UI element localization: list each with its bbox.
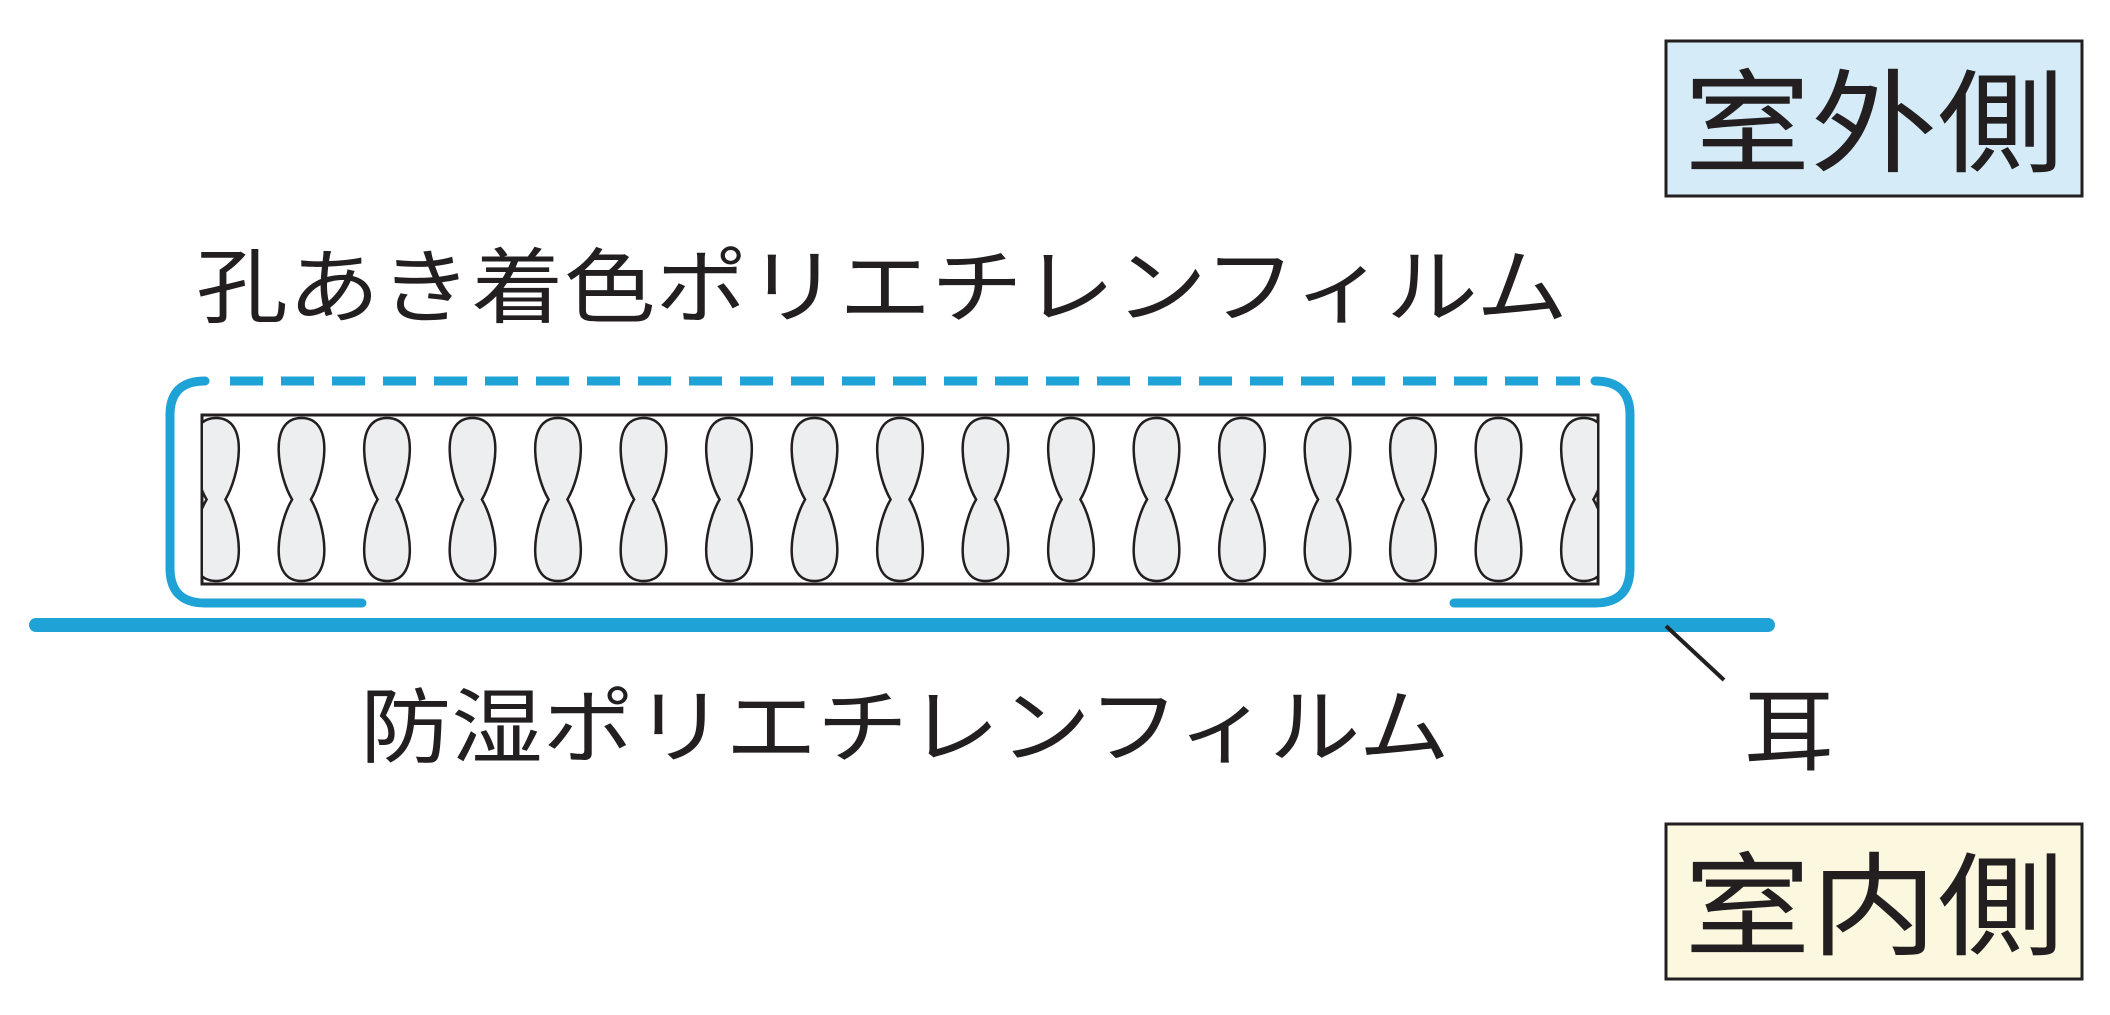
insulation-fiber — [533, 416, 583, 583]
insulation-batt — [200, 413, 1600, 586]
insulation-fiber — [277, 416, 326, 583]
insulation-fibers — [203, 416, 1597, 583]
insulation-fiber — [1217, 416, 1267, 583]
outdoor-side-box: 室外側 — [1664, 39, 2084, 198]
outdoor-side-label: 室外側 — [1684, 60, 2064, 190]
insulation-fiber — [875, 416, 925, 583]
insulation-fiber — [203, 416, 241, 583]
insulation-fiber — [1559, 416, 1597, 583]
insulation-fiber — [1474, 416, 1523, 583]
insulation-fiber — [790, 416, 839, 583]
insulation-fiber — [961, 416, 1010, 583]
insulation-fiber — [1303, 416, 1352, 583]
perforated-film-sides — [165, 376, 1635, 608]
indoor-side-box: 室内側 — [1664, 822, 2084, 981]
ear-label: 耳 — [1744, 680, 1834, 785]
insulation-fiber — [704, 416, 754, 583]
indoor-side-box-frame — [1664, 822, 2084, 981]
ear-leader-line — [1664, 624, 1726, 682]
insulation-fiber — [1046, 416, 1096, 583]
perforated-film-label: 孔あき着色ポリエチレンフィルム — [196, 241, 1568, 336]
insulation-fiber — [1132, 416, 1181, 583]
outdoor-side-box-frame — [1664, 39, 2084, 198]
vapor-barrier-film-label: 防湿ポリエチレンフィルム — [360, 681, 1450, 776]
insulation-fiber — [1388, 416, 1438, 583]
indoor-side-label: 室内側 — [1684, 843, 2064, 973]
insulation-fiber — [619, 416, 668, 583]
insulation-fiber — [362, 416, 412, 583]
insulation-fiber — [448, 416, 497, 583]
